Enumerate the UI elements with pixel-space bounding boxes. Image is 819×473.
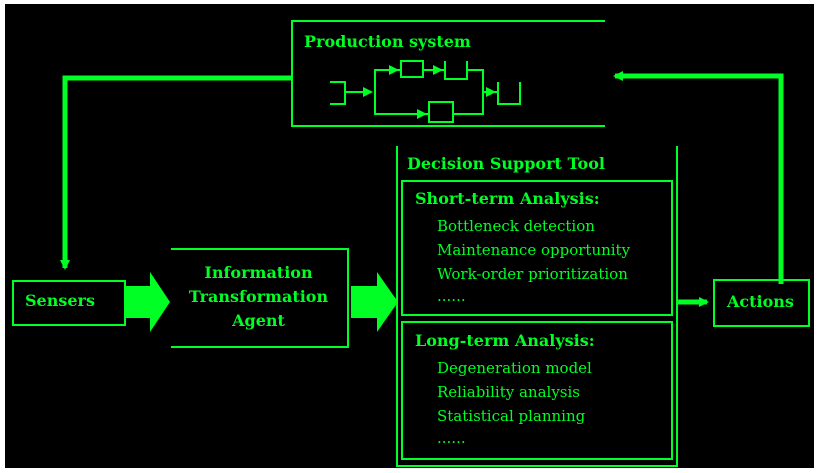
- process-arrowheads: [363, 65, 496, 119]
- short-term-item: Bottleneck detection: [437, 217, 595, 235]
- sensors-to-agent-arrow: [125, 272, 170, 332]
- long-term-item: Degeneration model: [437, 359, 592, 377]
- diagram-shapes: [12, 20, 810, 467]
- agent-label: Information Transformation Agent: [171, 261, 346, 333]
- short-term-box: [401, 180, 673, 316]
- agent-box: [171, 248, 349, 348]
- feedback-to-sensors-arrow: [60, 75, 292, 270]
- short-term-title: Short-term Analysis:: [415, 189, 600, 208]
- short-term-item: ......: [437, 287, 466, 305]
- short-term-item: Maintenance opportunity: [437, 241, 631, 259]
- long-term-item: Reliability analysis: [437, 383, 580, 401]
- sensors-label: Sensers: [25, 291, 95, 310]
- actions-label: Actions: [727, 292, 794, 311]
- production-system-box: [291, 20, 605, 127]
- agent-label-line-2: Transformation: [188, 287, 329, 306]
- process-schematic-icon: [330, 60, 521, 123]
- long-term-item: ......: [437, 429, 466, 447]
- agent-label-line-3: Agent: [232, 311, 285, 330]
- dst-frame: [396, 146, 678, 467]
- short-term-item: Work-order prioritization: [437, 265, 628, 283]
- actions-to-production-arrow: [613, 71, 784, 284]
- agent-label-line-1: Information: [204, 263, 313, 282]
- agent-to-dst-arrow: [351, 272, 398, 332]
- dst-title: Decision Support Tool: [407, 154, 605, 173]
- long-term-item: Statistical planning: [437, 407, 586, 425]
- diagram-canvas: Production system Sensers Information Tr…: [5, 4, 814, 468]
- long-term-box: [401, 321, 673, 460]
- long-term-title: Long-term Analysis:: [415, 331, 595, 350]
- production-system-title: Production system: [304, 32, 471, 51]
- actions-box: [713, 279, 810, 327]
